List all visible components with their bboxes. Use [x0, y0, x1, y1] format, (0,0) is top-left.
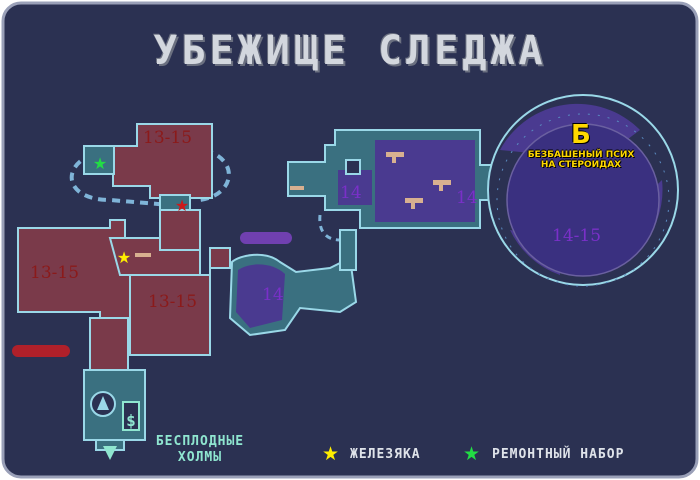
map-title: УБЕЖИЩЕ СЛЕДЖА: [153, 28, 547, 74]
boss-name-line2: НА СТЕРОИДАХ: [540, 160, 622, 170]
level-central-room: 13-15: [148, 292, 198, 312]
svg-text:$: $: [126, 411, 136, 430]
weapon-chest-icon[interactable]: [135, 152, 451, 257]
scrap-star-icon[interactable]: ★: [117, 248, 131, 267]
vending-machine-icon[interactable]: $: [122, 401, 140, 431]
level-west-hall: 13-15: [30, 263, 80, 283]
path-link-east: [318, 214, 341, 242]
level-ne-complex-a: 14: [340, 183, 362, 203]
legend-star-icon-scrap: ★: [322, 443, 340, 465]
exit-label: БЕСПЛОДНЫЕ ХОЛМЫ: [138, 434, 262, 466]
level-middle-cave: 14: [262, 285, 284, 305]
repair-kit-star-icon[interactable]: ★: [93, 154, 107, 173]
red-star-marker[interactable]: ★: [175, 196, 189, 215]
fast-travel-icon[interactable]: [90, 391, 116, 417]
exit-arrow-icon[interactable]: [103, 446, 117, 460]
zone-marker-red: [12, 345, 70, 357]
middle-cave: [228, 229, 358, 337]
west-complex: [17, 123, 231, 451]
legend-star-icon-repair: ★: [463, 443, 481, 465]
boss-name-line1: БЕЗБАШЕНЫЙ ПСИХ: [527, 150, 635, 160]
boss-name: БЕЗБАШЕНЫЙ ПСИХ НА СТЕРОИДАХ: [506, 150, 656, 170]
level-boss-arena: 14-15: [552, 226, 602, 246]
north-east-complex: [287, 129, 521, 229]
exit-label-line1: БЕСПЛОДНЫЕ: [155, 434, 245, 449]
zone-marker-purple: [240, 232, 292, 244]
boss-arena: [487, 94, 679, 287]
legend-label-scrap: ЖЕЛЕЗЯКА: [350, 447, 421, 462]
level-north-room: 13-15: [143, 128, 193, 148]
exit-label-line2: ХОЛМЫ: [177, 450, 223, 465]
level-ne-complex-b: 14: [456, 188, 478, 208]
legend-label-repair: РЕМОНТНЫЙ НАБОР: [492, 447, 625, 462]
boss-marker: Б: [571, 120, 591, 150]
